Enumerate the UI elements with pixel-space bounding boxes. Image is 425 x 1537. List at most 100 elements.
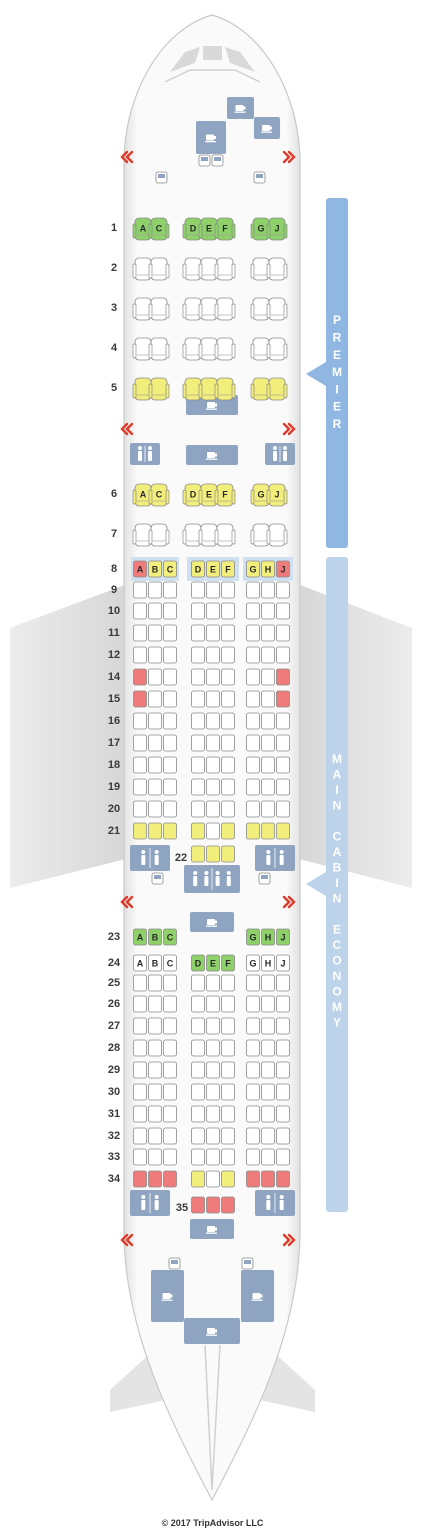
seat-34E[interactable] xyxy=(206,1170,220,1188)
seat-25B[interactable] xyxy=(148,974,162,992)
seat-28E[interactable] xyxy=(206,1039,220,1057)
seat-16E[interactable] xyxy=(206,712,220,730)
seat-32E[interactable] xyxy=(206,1127,220,1145)
seat-33G[interactable] xyxy=(246,1148,260,1166)
seat-6C[interactable]: C xyxy=(148,483,170,507)
seat-8H[interactable]: H xyxy=(261,560,275,578)
seat-9J[interactable] xyxy=(276,581,290,599)
seat-14A[interactable] xyxy=(133,668,147,686)
seat-35D[interactable] xyxy=(191,1196,205,1214)
seat-18D[interactable] xyxy=(191,756,205,774)
seat-34D[interactable] xyxy=(191,1170,205,1188)
seat-24G[interactable]: G xyxy=(246,954,260,972)
seat-14B[interactable] xyxy=(148,668,162,686)
seat-21J[interactable] xyxy=(276,822,290,840)
seat-26F[interactable] xyxy=(221,995,235,1013)
seat-33H[interactable] xyxy=(261,1148,275,1166)
seat-15H[interactable] xyxy=(261,690,275,708)
seat-16C[interactable] xyxy=(163,712,177,730)
seat-2F[interactable] xyxy=(214,257,236,281)
seat-23G[interactable]: G xyxy=(246,928,260,946)
seat-28B[interactable] xyxy=(148,1039,162,1057)
seat-18B[interactable] xyxy=(148,756,162,774)
seat-18J[interactable] xyxy=(276,756,290,774)
seat-31A[interactable] xyxy=(133,1105,147,1123)
seat-2J[interactable] xyxy=(266,257,288,281)
seat-25D[interactable] xyxy=(191,974,205,992)
seat-14J[interactable] xyxy=(276,668,290,686)
seat-30H[interactable] xyxy=(261,1083,275,1101)
seat-33A[interactable] xyxy=(133,1148,147,1166)
seat-24C[interactable]: C xyxy=(163,954,177,972)
seat-26A[interactable] xyxy=(133,995,147,1013)
seat-14E[interactable] xyxy=(206,668,220,686)
seat-12C[interactable] xyxy=(163,646,177,664)
seat-15J[interactable] xyxy=(276,690,290,708)
seat-18E[interactable] xyxy=(206,756,220,774)
seat-3C[interactable] xyxy=(148,297,170,321)
seat-25E[interactable] xyxy=(206,974,220,992)
seat-27J[interactable] xyxy=(276,1017,290,1035)
seat-24A[interactable]: A xyxy=(133,954,147,972)
seat-8A[interactable]: A xyxy=(133,560,147,578)
seat-28G[interactable] xyxy=(246,1039,260,1057)
seat-19B[interactable] xyxy=(148,778,162,796)
seat-20J[interactable] xyxy=(276,800,290,818)
seat-3J[interactable] xyxy=(266,297,288,321)
seat-34J[interactable] xyxy=(276,1170,290,1188)
seat-11G[interactable] xyxy=(246,624,260,642)
seat-9F[interactable] xyxy=(221,581,235,599)
seat-30E[interactable] xyxy=(206,1083,220,1101)
seat-31B[interactable] xyxy=(148,1105,162,1123)
seat-10B[interactable] xyxy=(148,602,162,620)
seat-29J[interactable] xyxy=(276,1061,290,1079)
seat-34A[interactable] xyxy=(133,1170,147,1188)
seat-4C[interactable] xyxy=(148,337,170,361)
seat-23C[interactable]: C xyxy=(163,928,177,946)
seat-35E[interactable] xyxy=(206,1196,220,1214)
seat-28D[interactable] xyxy=(191,1039,205,1057)
seat-17J[interactable] xyxy=(276,734,290,752)
seat-19C[interactable] xyxy=(163,778,177,796)
seat-29F[interactable] xyxy=(221,1061,235,1079)
seat-16B[interactable] xyxy=(148,712,162,730)
seat-31G[interactable] xyxy=(246,1105,260,1123)
seat-32D[interactable] xyxy=(191,1127,205,1145)
seat-10C[interactable] xyxy=(163,602,177,620)
seat-14G[interactable] xyxy=(246,668,260,686)
seat-12J[interactable] xyxy=(276,646,290,664)
seat-8B[interactable]: B xyxy=(148,560,162,578)
seat-25J[interactable] xyxy=(276,974,290,992)
seat-2C[interactable] xyxy=(148,257,170,281)
seat-17C[interactable] xyxy=(163,734,177,752)
seat-23A[interactable]: A xyxy=(133,928,147,946)
seat-30G[interactable] xyxy=(246,1083,260,1101)
seat-30J[interactable] xyxy=(276,1083,290,1101)
seat-20D[interactable] xyxy=(191,800,205,818)
seat-21B[interactable] xyxy=(148,822,162,840)
seat-33D[interactable] xyxy=(191,1148,205,1166)
seat-19E[interactable] xyxy=(206,778,220,796)
seat-10F[interactable] xyxy=(221,602,235,620)
seat-1J[interactable]: J xyxy=(266,217,288,241)
seat-19A[interactable] xyxy=(133,778,147,796)
seat-33J[interactable] xyxy=(276,1148,290,1166)
seat-11C[interactable] xyxy=(163,624,177,642)
seat-20E[interactable] xyxy=(206,800,220,818)
seat-26G[interactable] xyxy=(246,995,260,1013)
seat-10H[interactable] xyxy=(261,602,275,620)
seat-26H[interactable] xyxy=(261,995,275,1013)
seat-21C[interactable] xyxy=(163,822,177,840)
seat-4F[interactable] xyxy=(214,337,236,361)
seat-29A[interactable] xyxy=(133,1061,147,1079)
seat-28C[interactable] xyxy=(163,1039,177,1057)
seat-22F[interactable] xyxy=(221,845,235,863)
seat-32C[interactable] xyxy=(163,1127,177,1145)
seat-25H[interactable] xyxy=(261,974,275,992)
seat-27D[interactable] xyxy=(191,1017,205,1035)
seat-24F[interactable]: F xyxy=(221,954,235,972)
seat-8C[interactable]: C xyxy=(163,560,177,578)
seat-31J[interactable] xyxy=(276,1105,290,1123)
seat-18H[interactable] xyxy=(261,756,275,774)
seat-11J[interactable] xyxy=(276,624,290,642)
